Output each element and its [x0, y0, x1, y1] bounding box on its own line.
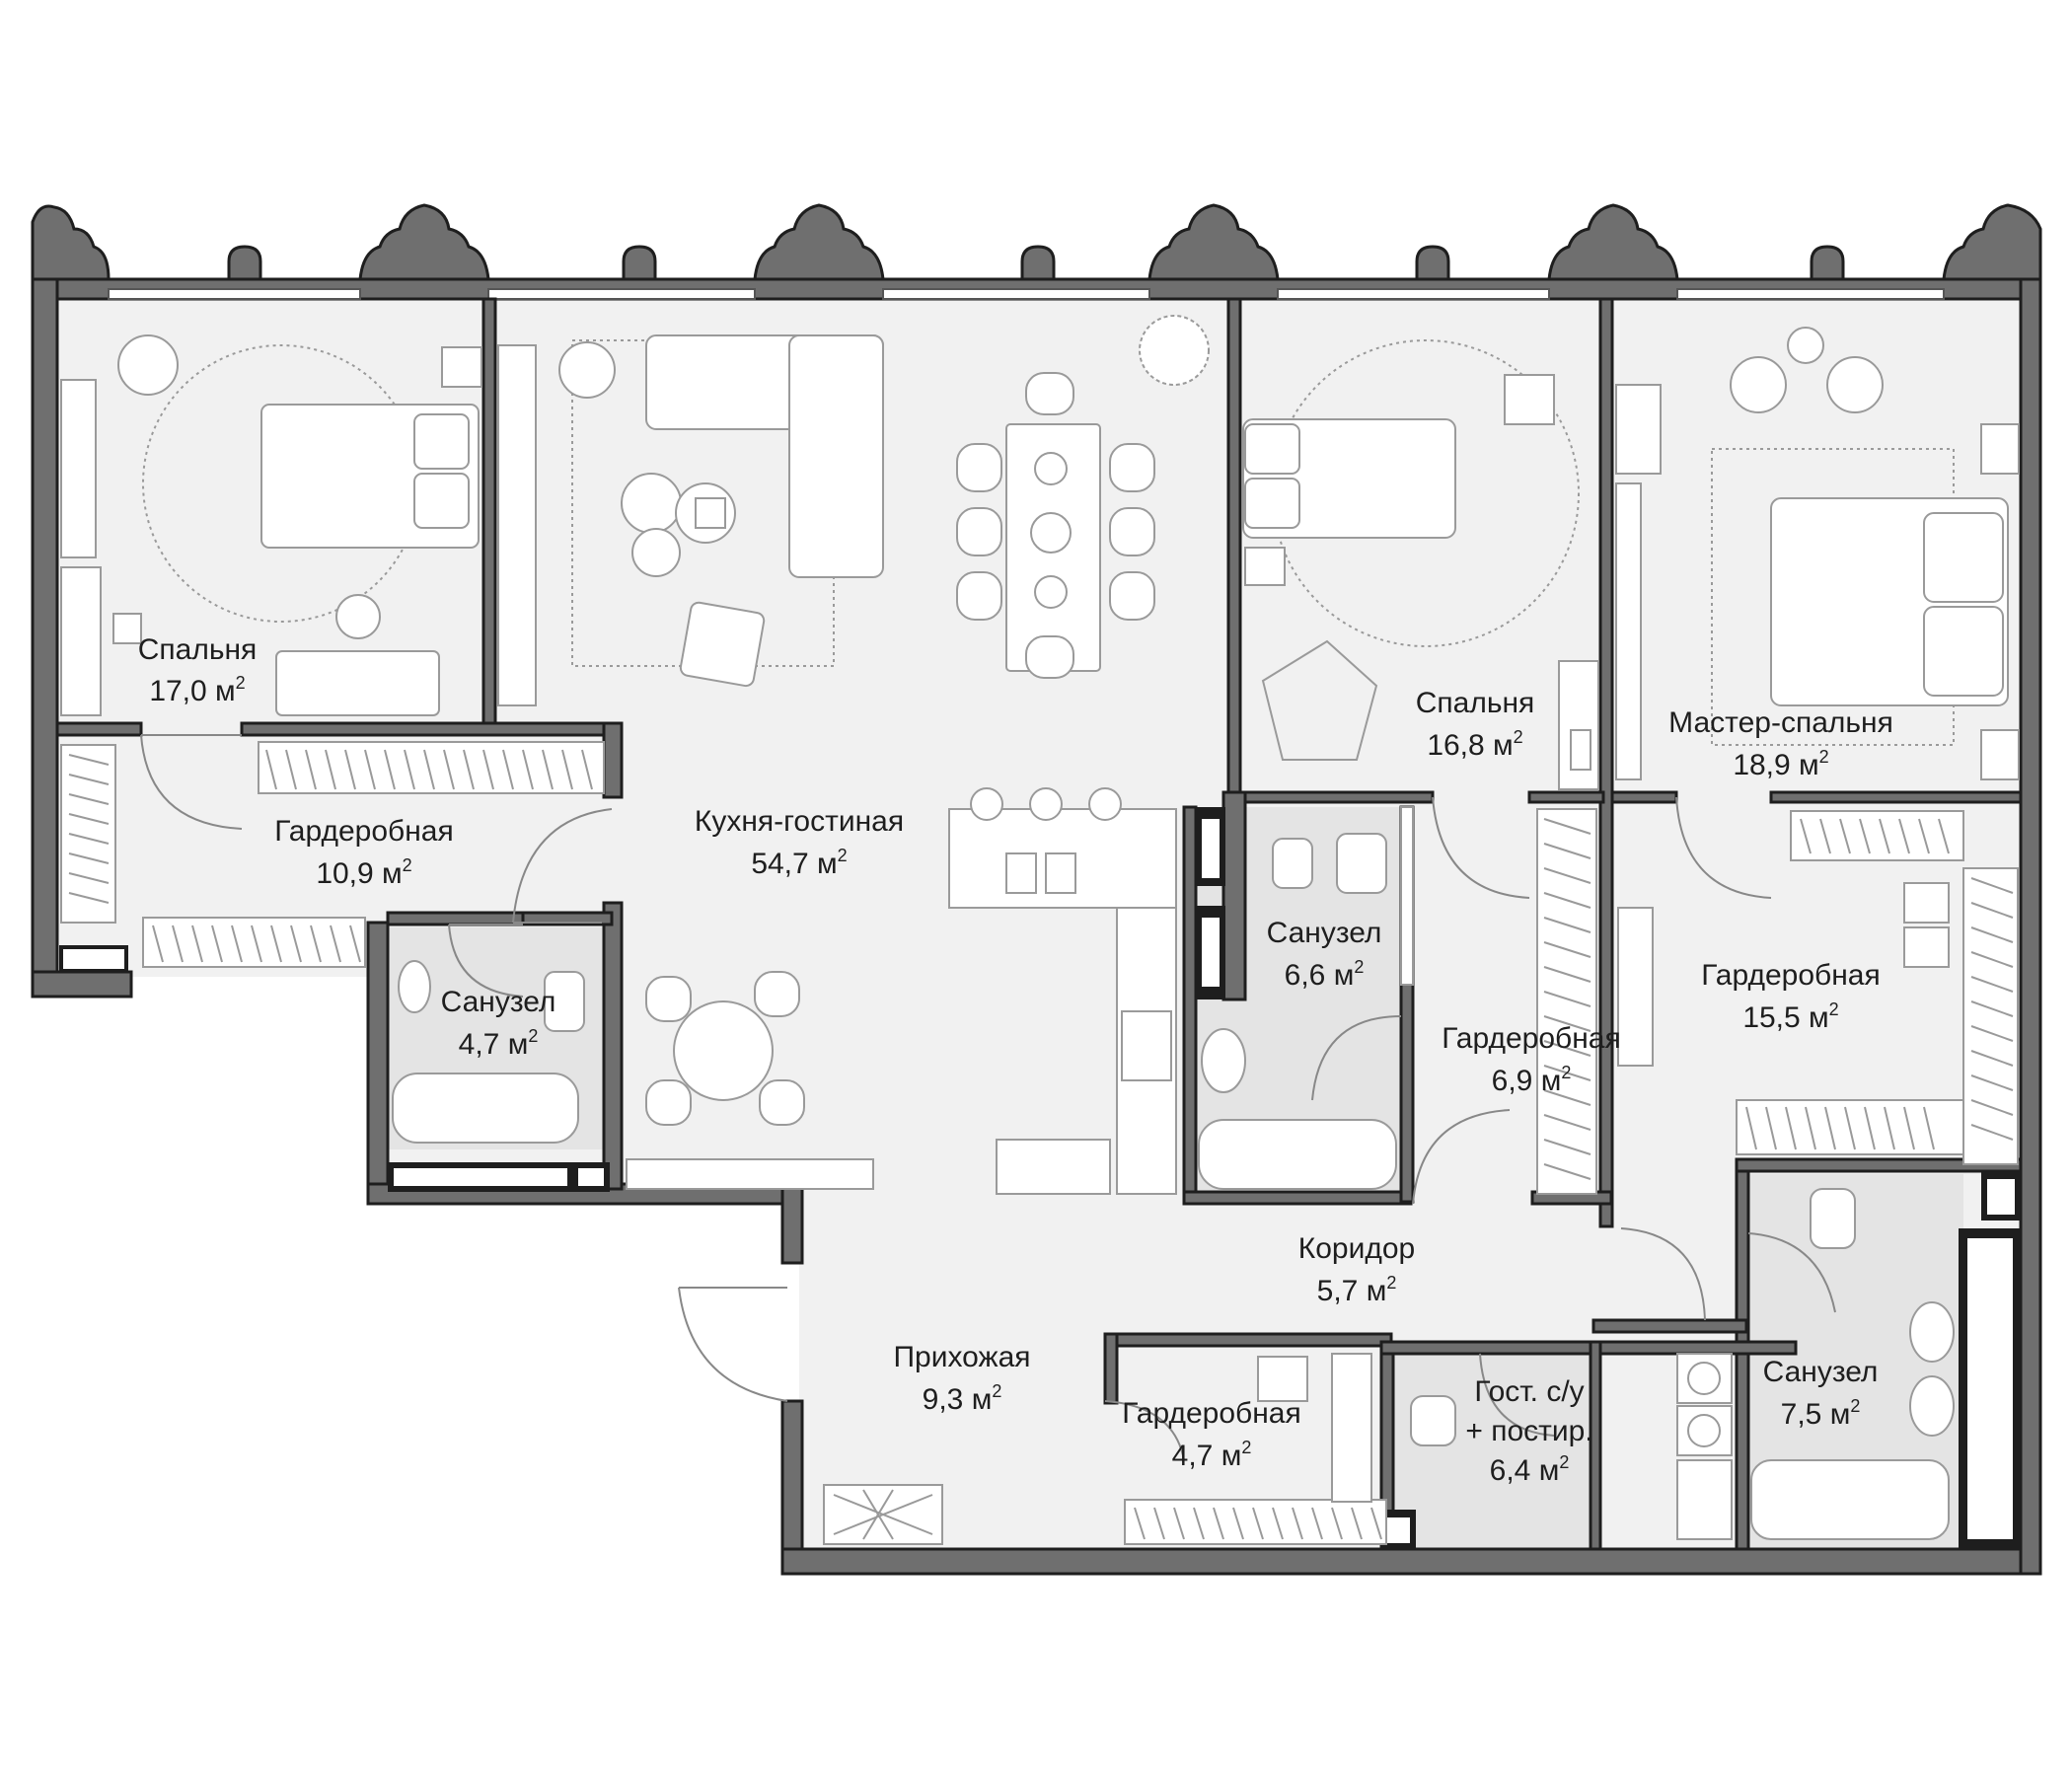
room-area: 6,9 м2: [1492, 1063, 1572, 1097]
room-area: 18,9 м2: [1733, 747, 1828, 781]
room-area: 16,8 м2: [1427, 727, 1522, 762]
bedroom-2-furniture: [1242, 339, 1599, 790]
label-corridor: Коридор 5,7 м2: [1298, 1232, 1415, 1307]
label-kitchen-living: Кухня-гостиная 54,7 м2: [695, 805, 904, 880]
room-area: 17,0 м2: [149, 673, 245, 707]
kitchen-furniture: [948, 787, 1177, 1195]
bathroom-3-fixtures: [1750, 1188, 1955, 1540]
label-wardrobe-4: Гардеробная 4,7 м2: [1122, 1397, 1300, 1472]
guest-wc-fixtures: [1410, 1353, 1733, 1540]
master-bedroom-furniture: [1615, 327, 2020, 780]
floor-area: [57, 296, 2023, 1569]
hall-fixtures: [823, 1353, 1387, 1545]
living-furniture: [558, 315, 1210, 1190]
label-wardrobe-2: Гардеробная 6,9 м2: [1442, 1022, 1620, 1097]
label-master-bedroom: Мастер-спальня 18,9 м2: [1668, 706, 1893, 781]
wardrobe-1-shelves: [60, 741, 605, 968]
wardrobe-2-shelves: [1400, 806, 1597, 1195]
room-name: Санузел: [1763, 1356, 1879, 1388]
room-name: Гардеробная: [1701, 959, 1880, 992]
room-area: 15,5 м2: [1742, 999, 1838, 1034]
room-name: Гардеробная: [1442, 1022, 1620, 1055]
facade-decor: [31, 203, 2042, 281]
bedroom-1-furniture: [60, 334, 537, 716]
room-name: Спальня: [138, 633, 258, 666]
room-name-line2: + постир.: [1465, 1415, 1592, 1447]
bathroom-1-fixtures: [392, 960, 585, 1144]
label-bedroom-1: Спальня 17,0 м2: [138, 633, 258, 707]
doors: [140, 734, 1836, 1461]
label-bathroom-1: Санузел 4,7 м2: [441, 986, 556, 1061]
furniture: [60, 315, 2020, 1545]
label-bedroom-2: Спальня 16,8 м2: [1416, 687, 1535, 762]
walls: [31, 203, 2042, 1576]
room-name: Мастер-спальня: [1668, 706, 1893, 739]
room-area: 4,7 м2: [1172, 1438, 1252, 1472]
label-hall: Прихожая 9,3 м2: [893, 1341, 1030, 1416]
room-name: Кухня-гостиная: [695, 805, 904, 838]
room-labels: Спальня 17,0 м2 Гардеробная 10,9 м2 Сану…: [138, 633, 1893, 1487]
wardrobe-3-shelves: [1617, 810, 2019, 1165]
room-name: Прихожая: [893, 1341, 1030, 1373]
label-bathroom-2: Санузел 6,6 м2: [1267, 917, 1382, 992]
room-area: 10,9 м2: [316, 855, 411, 890]
room-name: Санузел: [441, 986, 556, 1018]
room-name: Спальня: [1416, 687, 1535, 719]
room-area: 54,7 м2: [751, 846, 847, 880]
room-name: Гост. с/у: [1474, 1375, 1584, 1408]
label-bathroom-3: Санузел 7,5 м2: [1763, 1356, 1879, 1431]
room-name: Санузел: [1267, 917, 1382, 949]
room-area: 5,7 м2: [1317, 1273, 1397, 1307]
label-guest-wc: Гост. с/у + постир. 6,4 м2: [1465, 1375, 1592, 1487]
room-area: 7,5 м2: [1781, 1396, 1861, 1431]
room-name: Гардеробная: [274, 815, 453, 848]
room-name: Коридор: [1298, 1232, 1415, 1265]
label-wardrobe-3: Гардеробная 15,5 м2: [1701, 959, 1880, 1034]
room-area: 6,4 м2: [1490, 1452, 1570, 1487]
room-area: 9,3 м2: [923, 1381, 1002, 1416]
label-wardrobe-1: Гардеробная 10,9 м2: [274, 815, 453, 890]
bathroom-2-fixtures: [1198, 833, 1397, 1190]
room-area: 6,6 м2: [1285, 957, 1365, 992]
room-area: 4,7 м2: [459, 1026, 539, 1061]
room-name: Гардеробная: [1122, 1397, 1300, 1430]
